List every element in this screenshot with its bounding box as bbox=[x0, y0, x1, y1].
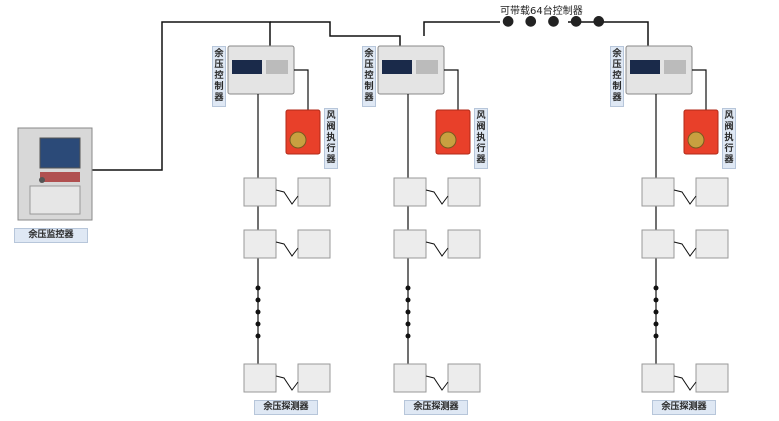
controller-1-label: 余压控制器 bbox=[212, 46, 226, 107]
detector-pair-2 bbox=[641, 229, 729, 259]
detector-pair-2 bbox=[393, 229, 481, 259]
actuator-unit bbox=[285, 109, 321, 155]
monitor-cabinet bbox=[17, 127, 93, 221]
controller-group-3 bbox=[625, 45, 729, 393]
cabinet-lock bbox=[39, 177, 45, 183]
monitor-screen bbox=[39, 137, 81, 169]
controller-group-2 bbox=[377, 45, 481, 393]
monitor-to-bus-line bbox=[92, 21, 271, 171]
detector-1-label: 余压探测器 bbox=[254, 400, 318, 415]
ellipsis-dots bbox=[653, 285, 659, 339]
actuator-unit bbox=[683, 109, 719, 155]
controller-screen bbox=[630, 60, 660, 74]
capacity-note: 可带载64台控制器 bbox=[500, 6, 583, 17]
monitor-label: 余压监控器 bbox=[14, 228, 88, 243]
controller-3-label: 余压控制器 bbox=[610, 46, 624, 107]
detector-pair-1 bbox=[641, 177, 729, 207]
detector-3-label: 余压探测器 bbox=[652, 400, 716, 415]
actuator-unit bbox=[435, 109, 471, 155]
actuator-knob bbox=[289, 131, 307, 149]
bus-wiring bbox=[92, 21, 649, 171]
controller-screen bbox=[382, 60, 412, 74]
detector-pair-3 bbox=[393, 363, 481, 393]
detector-pair-2 bbox=[243, 229, 331, 259]
detector-pair-3 bbox=[641, 363, 729, 393]
detector-pair-1 bbox=[243, 177, 331, 207]
ellipsis-dots bbox=[405, 285, 411, 339]
actuator-2-label: 风阀执行器 bbox=[474, 108, 488, 169]
detector-pair-1 bbox=[393, 177, 481, 207]
detector-2-label: 余压探测器 bbox=[404, 400, 468, 415]
actuator-knob bbox=[439, 131, 457, 149]
bus-segment-2-tail bbox=[423, 21, 500, 36]
bus-segment-3 bbox=[568, 21, 649, 46]
actuator-3-label: 风阀执行器 bbox=[722, 108, 736, 169]
controller-2-label: 余压控制器 bbox=[362, 46, 376, 107]
actuator-knob bbox=[687, 131, 705, 149]
bus-segment-1-2 bbox=[270, 21, 401, 46]
more-controllers-dots: ● ● ● ● ● bbox=[502, 13, 608, 29]
controller-screen bbox=[232, 60, 262, 74]
detector-pair-3 bbox=[243, 363, 331, 393]
actuator-1-label: 风阀执行器 bbox=[324, 108, 338, 169]
ellipsis-dots bbox=[255, 285, 261, 339]
controller-group-1 bbox=[227, 45, 331, 393]
